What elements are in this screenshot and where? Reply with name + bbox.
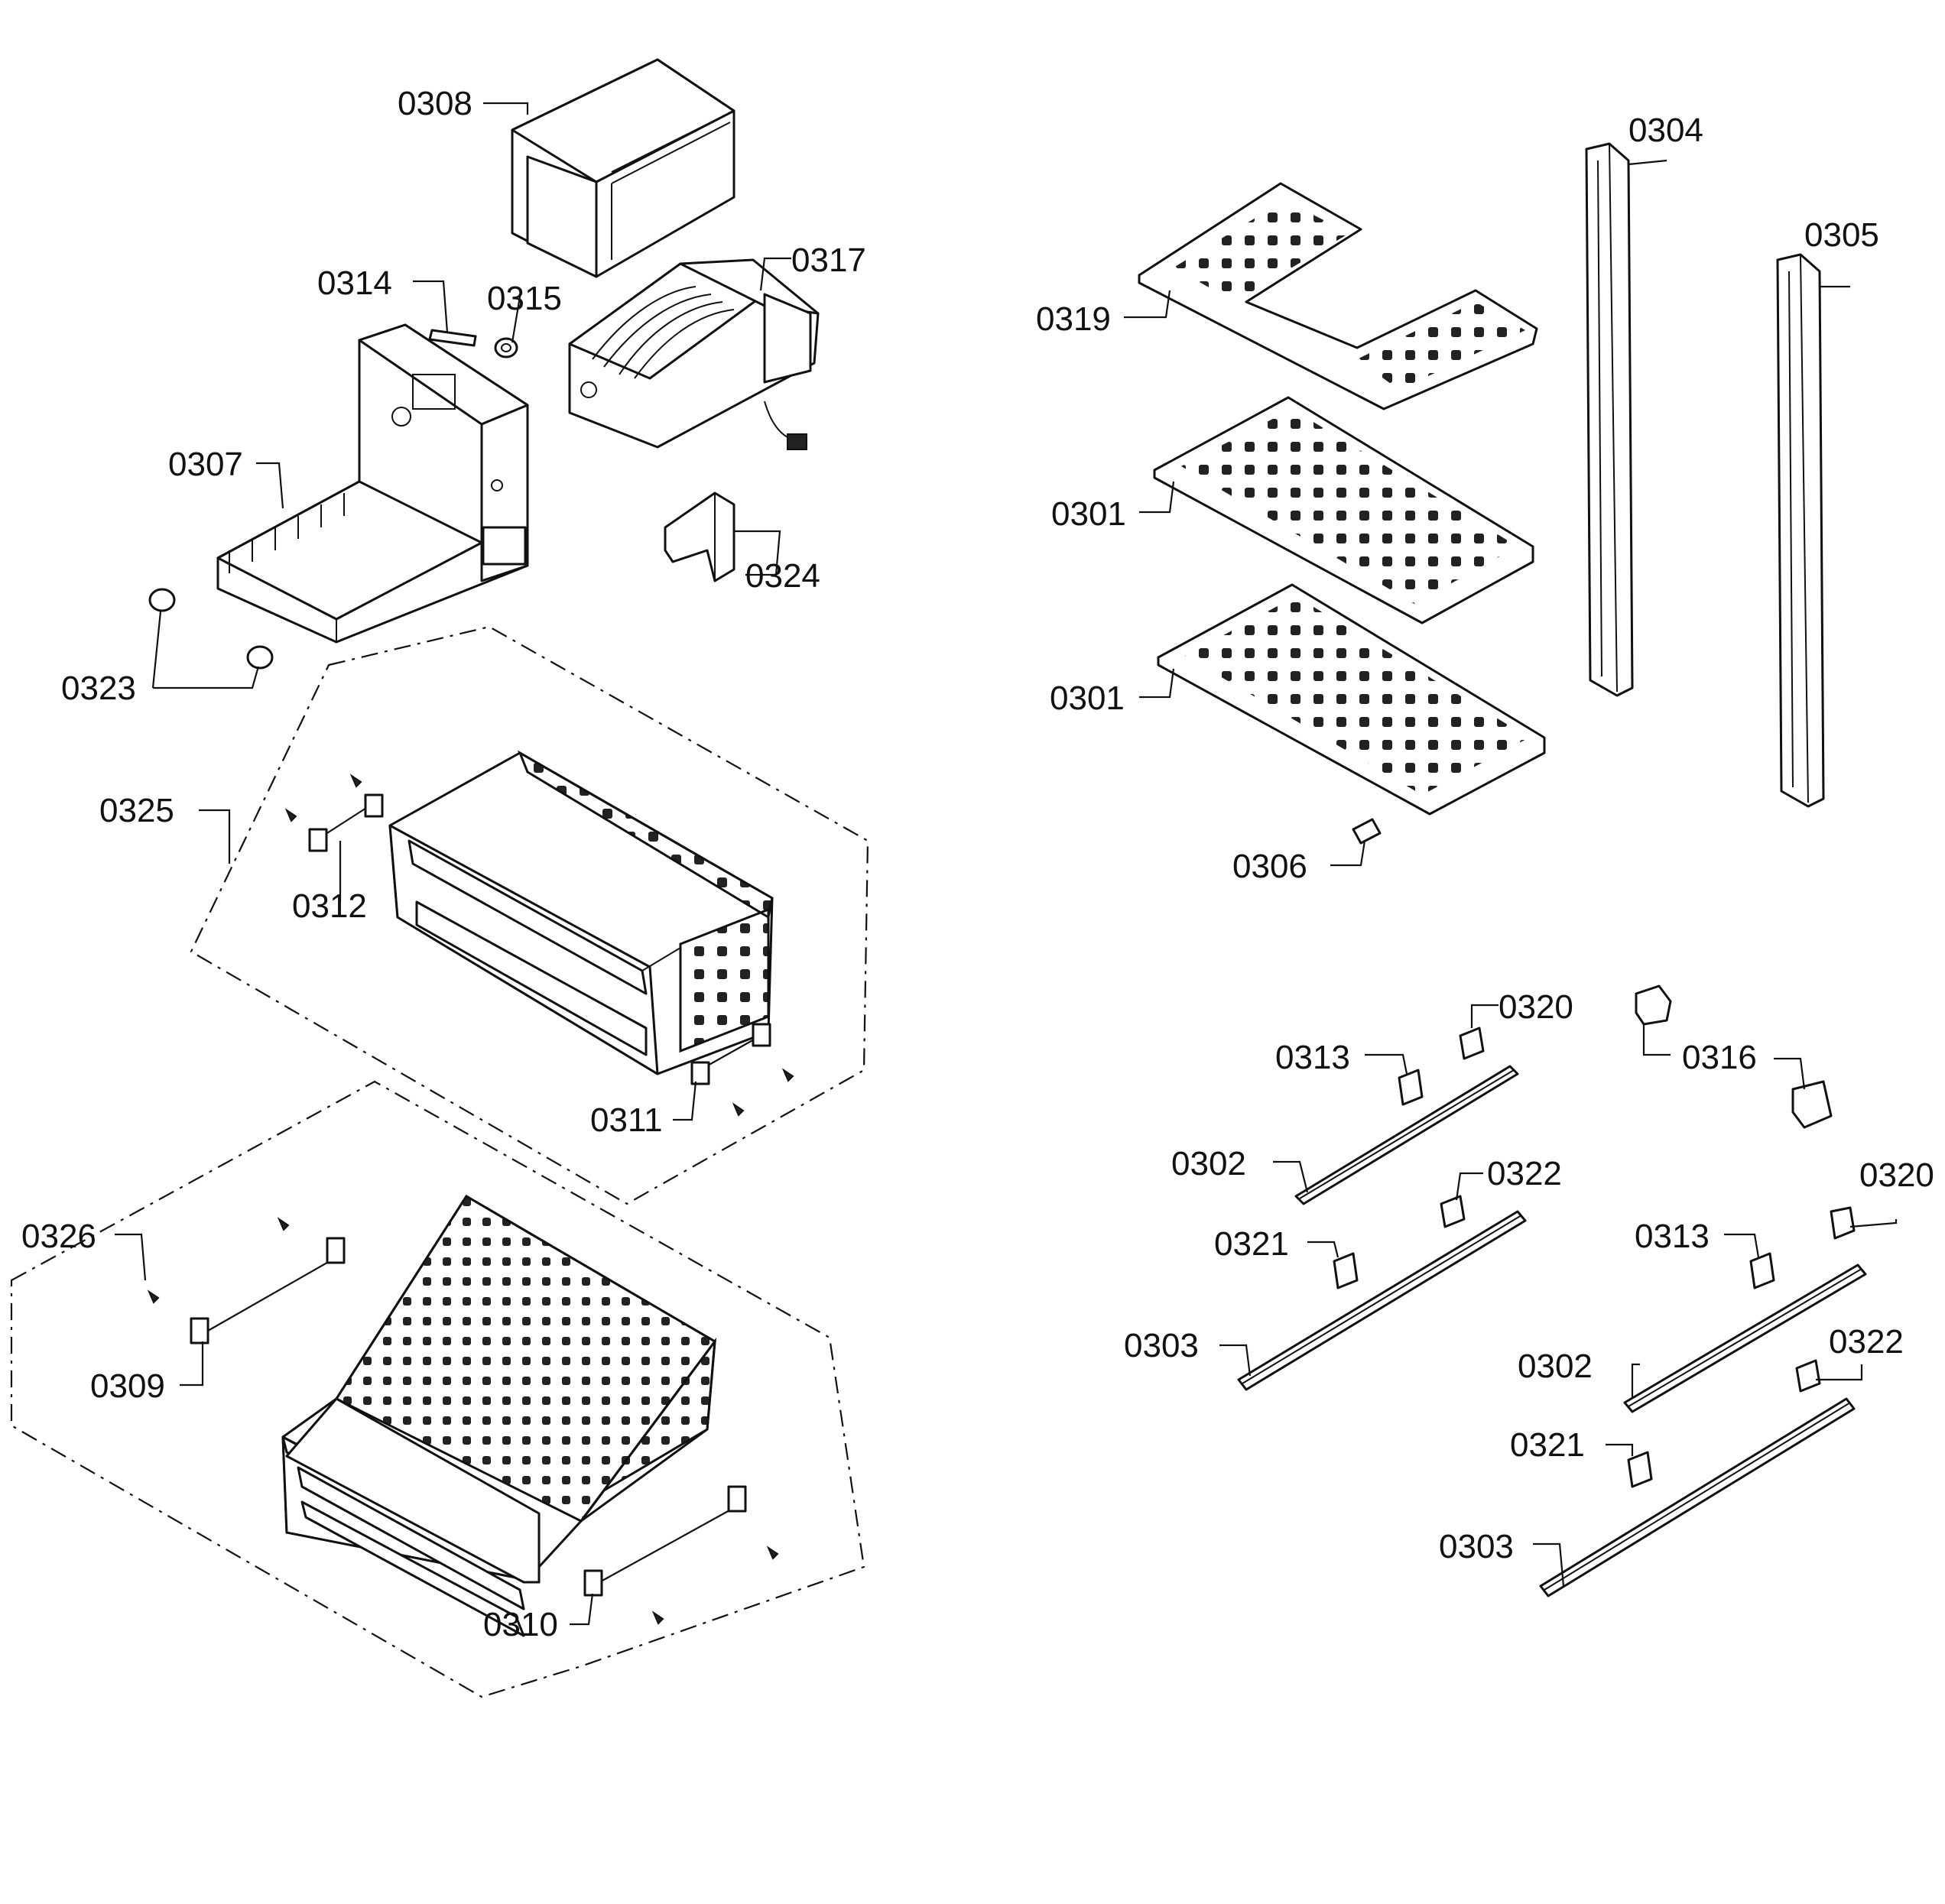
part-0326-deep-drawer (281, 1194, 717, 1637)
label-0311: 0311 (590, 1101, 663, 1139)
label-0322-a: 0322 (1487, 1155, 1562, 1192)
label-0326: 0326 (21, 1218, 96, 1255)
label-0320-b: 0320 (1859, 1156, 1934, 1194)
part-0321-clip-b (1627, 1451, 1653, 1488)
label-0301-a: 0301 (1051, 495, 1126, 533)
part-0311-slide (690, 1023, 794, 1117)
part-0323-bumper (148, 588, 274, 670)
label-0322-b: 0322 (1829, 1323, 1904, 1361)
label-0314: 0314 (317, 264, 392, 302)
label-0304: 0304 (1628, 112, 1703, 149)
part-0319-half-shelf (1138, 182, 1538, 410)
part-0314-strip (428, 329, 477, 347)
label-0320-a: 0320 (1499, 988, 1573, 1026)
part-0320-clip-b (1830, 1206, 1856, 1240)
part-0305-vertical-rail (1776, 253, 1825, 808)
part-0325-drawer (388, 750, 774, 1075)
label-0325: 0325 (99, 792, 174, 829)
part-0313-clip-b (1749, 1252, 1775, 1289)
label-0308: 0308 (398, 85, 472, 122)
label-0321-b: 0321 (1510, 1426, 1585, 1464)
part-0304-vertical-rail (1585, 142, 1634, 697)
label-0324: 0324 (745, 557, 820, 595)
label-0307: 0307 (168, 446, 243, 483)
label-0316: 0316 (1682, 1039, 1757, 1076)
part-0312-slide (284, 774, 384, 852)
label-0303-a: 0303 (1124, 1327, 1199, 1364)
label-0313-b: 0313 (1635, 1218, 1710, 1255)
part-0320-clip-a (1459, 1027, 1485, 1060)
part-0306-clip (1352, 818, 1382, 845)
part-0303-slide-rail-b (1539, 1397, 1856, 1597)
label-0319: 0319 (1036, 300, 1111, 338)
label-0302-b: 0302 (1518, 1348, 1593, 1385)
part-0316-bracket-b (1791, 1080, 1833, 1129)
label-0315: 0315 (487, 280, 562, 317)
label-0302-a: 0302 (1171, 1145, 1246, 1182)
part-0316-bracket-a (1635, 984, 1672, 1026)
label-0303-b: 0303 (1439, 1528, 1514, 1565)
label-0310: 0310 (483, 1606, 558, 1643)
part-0313-clip-a (1398, 1069, 1424, 1106)
part-0303-slide-rail-a (1237, 1210, 1527, 1391)
label-0313-a: 0313 (1275, 1039, 1350, 1076)
part-0317-ice-maker (568, 258, 820, 450)
part-0324-bracket (664, 491, 735, 582)
label-0312: 0312 (292, 887, 367, 925)
leader-lines (115, 102, 1898, 1626)
part-0301-shelf-upper (1153, 396, 1534, 624)
part-0315-nut (494, 337, 518, 358)
label-0306: 0306 (1232, 848, 1307, 885)
label-0309: 0309 (90, 1367, 165, 1405)
label-0305: 0305 (1804, 216, 1879, 254)
label-0317: 0317 (791, 242, 866, 279)
label-0323: 0323 (61, 670, 136, 707)
part-0301-shelf-lower (1157, 583, 1546, 816)
part-0310-slide (583, 1485, 779, 1625)
label-0321-a: 0321 (1214, 1225, 1289, 1263)
part-0302-slide-rail-a (1294, 1065, 1519, 1205)
assembly-boundary-0325 (190, 625, 869, 1205)
part-0308-ice-bucket (511, 58, 735, 278)
part-0309-slide (147, 1217, 346, 1344)
part-0322-clip-b (1795, 1359, 1821, 1393)
part-0302-slide-rail-b (1623, 1263, 1867, 1413)
part-0307-housing (216, 323, 529, 644)
label-0301-b: 0301 (1050, 680, 1125, 717)
part-0322-clip-a (1440, 1195, 1466, 1228)
part-0321-clip-a (1333, 1252, 1359, 1289)
assembly-boundary-0326 (10, 1080, 865, 1698)
part-labels: 0308 0314 0315 0317 0307 0324 0323 0325 … (21, 85, 1934, 1643)
